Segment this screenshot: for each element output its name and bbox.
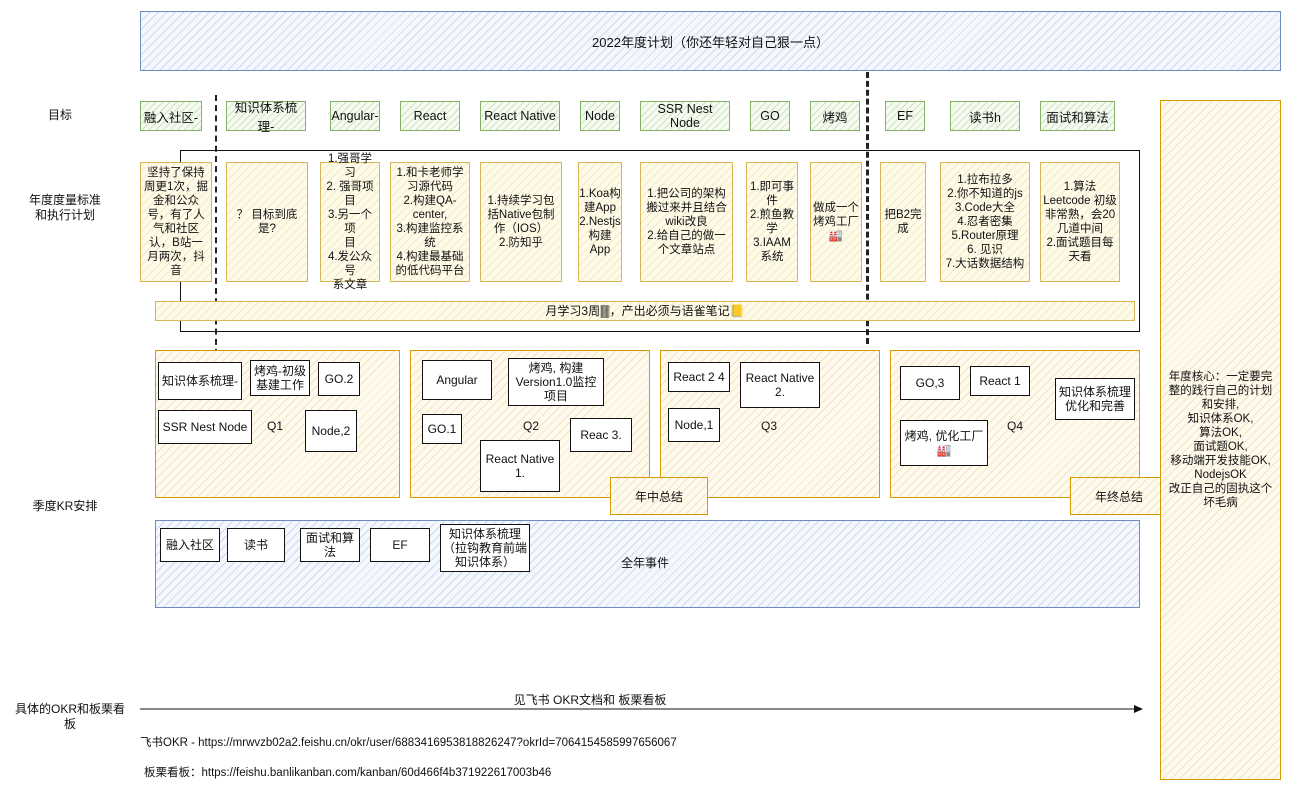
q3-node: Node,1 [668, 408, 720, 442]
feishu-okr-link[interactable]: 飞书OKR - https://mrwvzb02a2.feishu.cn/okr… [140, 737, 677, 749]
goal-react: React [400, 101, 460, 131]
q4-chicken-factory: 烤鸡, 优化工厂 🏭 [900, 420, 988, 466]
q4-go: GO,3 [900, 366, 960, 400]
yearlong-community: 融入社区 [160, 528, 220, 562]
yearlong-ef: EF [370, 528, 430, 562]
yearlong-label: 全年事件 [620, 555, 669, 570]
goal-go: GO [750, 101, 790, 131]
goal-ssr-nest-node: SSR Nest Node [640, 101, 730, 131]
plan-interview-algorithm: 1.算法 Leetcode 初级 非常熟，会20 几道中间 2.面试题目每 天看 [1040, 162, 1120, 282]
plan-react: 1.和卡老师学 习源代码 2.构建QA- center, 3.构建监控系 统 4… [390, 162, 470, 282]
q4-react: React 1 [970, 366, 1030, 396]
q3-label: Q3 [760, 418, 777, 433]
q1-chicken-basic: 烤鸡-初级 基建工作 [250, 360, 310, 396]
q1-knowledge-system: 知识体系梳理- [158, 362, 242, 400]
plan-chicken: 做成一个 烤鸡工厂 🏭 [810, 162, 862, 282]
row-label-goals: 目标 [47, 107, 72, 122]
q2-react-native: React Native 1. [480, 440, 560, 492]
goal-node: Node [580, 101, 620, 131]
midyear-summary: 年中总结 [610, 477, 708, 515]
q2-go: GO.1 [422, 414, 462, 444]
okr-arrow [140, 705, 1143, 713]
goal-chicken: 烤鸡 [810, 101, 860, 131]
q1-go: GO.2 [318, 362, 360, 396]
plan-react-native: 1.持续学习包 括Native包制 作（IOS） 2.防知乎 [480, 162, 562, 282]
plan-node: 1.Koa构 建App 2.Nestjs 构建 App [578, 162, 622, 282]
plan-angular: 1.强哥学 习 2. 强哥项 目 3.另一个项 目 4.发公众号 系文章 [320, 153, 380, 291]
title-banner: 2022年度计划（你还年轻对自己狠一点） [140, 11, 1281, 71]
q3-react-native: React Native 2. [740, 362, 820, 408]
q2-label: Q2 [522, 418, 539, 433]
q4-label: Q4 [1006, 418, 1023, 433]
goal-community: 融入社区- [140, 101, 202, 131]
arrow-label: 见飞书 OKR文档和 板栗看板 [513, 692, 667, 707]
q2-angular: Angular [422, 360, 492, 400]
yearlong-reading: 读书 [227, 528, 285, 562]
q2-chicken-monitor: 烤鸡, 构建 Version1.0监控 项目 [508, 358, 604, 406]
annual-core: 年度核心：一定要完 整的践行自己的计划 和安排, 知识体系OK, 算法OK, 面… [1160, 100, 1281, 780]
plan-ef: 把B2完 成 [880, 162, 926, 282]
yearlong-knowledge-system: 知识体系梳理 （拉钩教育前端 知识体系） [440, 524, 530, 572]
q4-knowledge-system: 知识体系梳理 优化和完善 [1055, 378, 1135, 420]
q1-ssr-nest-node: SSR Nest Node [158, 410, 252, 444]
goal-knowledge-system: 知识体系梳理- [226, 101, 306, 134]
goal-ef: EF [885, 101, 925, 131]
dashed-divider-right [866, 72, 869, 344]
q2-react: Reac 3. [570, 418, 632, 452]
yearlong-interview: 面试和算 法 [300, 528, 360, 562]
q3-react: React 2 4 [668, 362, 730, 392]
yearend-summary: 年终总结 [1070, 477, 1168, 515]
goal-interview-algorithm: 面试和算法 [1040, 101, 1115, 131]
dashed-divider-left [215, 95, 217, 355]
row-label-annual: 年度度量标准 和执行计划 [28, 193, 101, 222]
plan-ssr-nest-node: 1.把公司的架构 搬过来并且结合 wiki改良 2.给自己的做一 个文章站点 [640, 162, 733, 282]
q1-label: Q1 [266, 418, 283, 433]
goal-reading: 读书h [950, 101, 1020, 131]
page-title: 2022年度计划（你还年轻对自己狠一点） [592, 34, 829, 50]
yearlong-panel [155, 520, 1140, 608]
banli-kanban-link[interactable]: 板栗看板：https://feishu.banlikanban.com/kanb… [144, 767, 552, 779]
plan-reading: 1.拉布拉多 2.你不知道的js 3.Code大全 4.忍者密集 5.Route… [940, 162, 1030, 282]
plan-go: 1.即可事 件 2.煎鱼教 学 3.IAAM 系统 [746, 162, 798, 282]
goal-angular: Angular- [330, 101, 380, 131]
row-label-okr: 具体的OKR和板栗看 板 [14, 702, 125, 731]
q1-node: Node,2 [305, 410, 357, 452]
goal-react-native: React Native [480, 101, 560, 131]
plan-knowledge-system: ？ 目标到底 是? [226, 162, 308, 282]
plan-community: 坚持了保持 周更1次，掘 金和公众 号，有了人 气和社区 认，B站一 月两次，抖… [140, 162, 212, 282]
row-label-quarterly: 季度KR安排 [32, 498, 98, 513]
monthly-note: 月学习3周🀫，产出必须与语雀笔记📒 [155, 301, 1135, 321]
